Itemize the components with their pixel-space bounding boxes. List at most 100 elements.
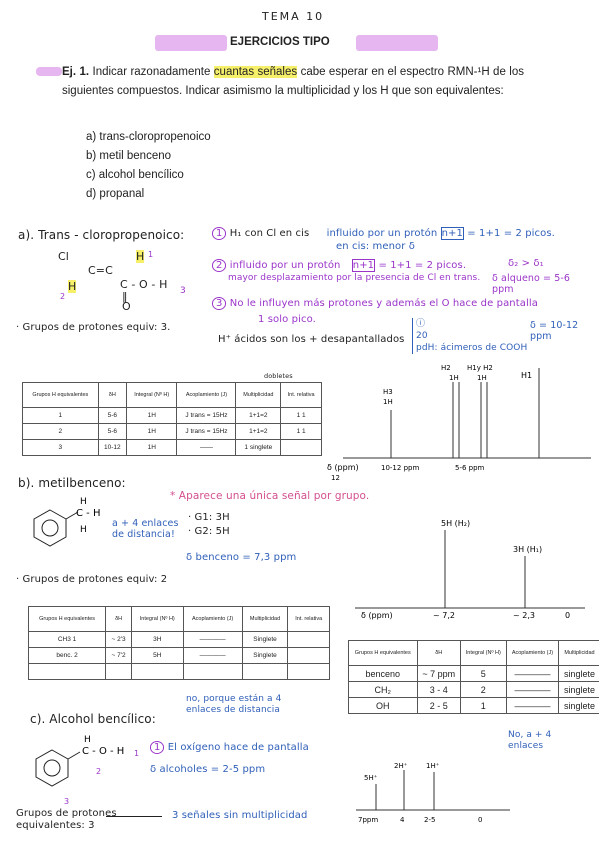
title-highlight-right <box>356 35 438 51</box>
table-cell: 1H <box>125 407 178 424</box>
peak-label: 5H (H₂) <box>441 519 470 528</box>
struct-a-h2: H <box>68 280 77 293</box>
circle-number: 2 <box>212 259 227 272</box>
table-cell: ———— <box>505 681 560 698</box>
struct-a-bond: ‖ <box>122 290 128 303</box>
b-g2: · G2: 5H <box>188 526 230 537</box>
table-cell: 3 - 4 <box>416 681 461 698</box>
circle-number: 1 <box>212 227 227 240</box>
table-cell <box>287 631 330 648</box>
table-header: Grupos H equivalentes <box>27 606 107 632</box>
table-cell: 10-12 <box>97 439 128 456</box>
spectrum-axis-label: δ (ppm) <box>361 611 393 620</box>
c-result: 3 señales sin multiplicidad <box>172 810 308 821</box>
b-g1: · G1: 3H <box>188 512 230 523</box>
a-acid: H⁺ ácidos son los + desapantallados <box>218 334 405 345</box>
table-cell: ———— <box>182 647 243 664</box>
struct-c-c: C - O - H <box>82 746 124 757</box>
b-arrow-note: a + 4 enlaces de distancia! <box>112 518 179 540</box>
compound-item: b) metil benceno <box>86 150 172 162</box>
spectrum-b: 5H (H₂) 3H (H₁) δ (ppm) ~ 7,2 ~ 2,3 0 <box>355 519 585 620</box>
b-delta: δ benceno = 7,3 ppm <box>186 552 297 563</box>
table-header-row: Grupos H equivalentes δH Integral (Nº H)… <box>348 640 599 666</box>
c-note-1: 1 El oxígeno hace de pantalla <box>150 741 309 754</box>
table-cell: singlete <box>558 665 599 682</box>
tema-label: TEMA 10 <box>262 10 325 23</box>
compound-item: c) alcohol bencílico <box>86 169 184 181</box>
struct-a-n3: 3 <box>180 286 186 296</box>
a-delta-rel: δ₂ > δ₁ <box>508 258 544 269</box>
table-row: CH₂ 3 - 4 2 ———— singlete <box>348 681 599 698</box>
struct-a-o: O <box>122 300 131 313</box>
peak-label: 1H <box>477 374 487 382</box>
a-acid-list: ⓘ 20 pdH: ácimeros de COOH <box>412 318 527 354</box>
struct-c-n1: 1 <box>134 749 139 758</box>
intro-paragraph: Ej. 1. Indicar razonadamente cuantas señ… <box>62 63 524 101</box>
struct-b-c: C - H <box>76 508 100 519</box>
table-cell <box>280 439 322 456</box>
peak-label: 1H <box>383 398 393 406</box>
struct-c-n3: 3 <box>64 797 69 806</box>
table-header-row: Grupos H equivalentes δH Integral (Nº H)… <box>27 606 330 632</box>
peak-label: 3H (H₁) <box>513 545 542 554</box>
spectrum-tick: 10-12 ppm <box>381 464 419 472</box>
table-header: Grupos H equivalentes <box>22 382 99 408</box>
table-cell: ———— <box>182 631 243 648</box>
struct-a-c1: C=C <box>88 264 113 277</box>
table-header: Acoplamiento (J) <box>505 640 560 666</box>
peak-label: H1 <box>521 371 532 380</box>
a-acid-item: 20 <box>416 331 428 341</box>
table-header: Acoplamiento (J) <box>176 382 237 408</box>
a-note-2-text: influido por un protón <box>229 260 341 271</box>
section-b-title: b). metilbenceno: <box>18 476 126 490</box>
a-note-2c: = 1+1 = 2 picos. <box>378 260 467 271</box>
table-cell: ———— <box>505 665 560 682</box>
table-cell: 5 <box>459 665 507 682</box>
spectrum-tick: ~ 2,3 <box>513 611 535 620</box>
section-c-groups: Grupos de protones equivalentes: 3 <box>16 808 117 831</box>
bond <box>65 511 79 520</box>
intro-text-post: cabe esperar en el espectro RMN-¹H de lo… <box>62 66 524 97</box>
a-acid-item: ⓘ <box>416 319 426 329</box>
a-acid-item: pdH: ácimeros de COOH <box>416 343 528 353</box>
a-note-2: 2 influido por un protón n+1 = 1+1 = 2 p… <box>212 259 502 272</box>
peak-label: 1H <box>449 374 459 382</box>
table-cell: Singlete <box>241 631 289 648</box>
table-cell: 2 <box>459 681 507 698</box>
struct-a-cl: Cl <box>58 250 69 263</box>
a-note-1-text: H₁ con Cl en cis <box>229 228 310 239</box>
table-cell: OH <box>348 697 418 714</box>
a-note-2b: n+1 <box>351 259 376 272</box>
table-cell: 1H <box>125 439 178 456</box>
table-header: Multiplicidad <box>241 606 289 632</box>
title-highlight-left <box>155 35 227 51</box>
table-header: Integral (Nº H) <box>131 606 184 632</box>
intro-text-pre: Indicar razonadamente <box>89 66 214 78</box>
benzene-circle <box>41 519 59 537</box>
struct-c-n2: 2 <box>96 767 101 776</box>
table-cell: ~ 2'3 <box>105 631 132 648</box>
table-cell: 1 <box>459 697 507 714</box>
table-cell: 1 singlete <box>235 439 282 456</box>
spectrum-tick: 0 <box>565 611 570 620</box>
struct-a-n1: 1 <box>148 250 154 259</box>
spectrum-c: 5H⁺ 2H⁺ 1H⁺ 7ppm 4 2-5 0 <box>356 762 510 824</box>
peak-label: 2H⁺ <box>394 762 408 770</box>
a-alqueno: δ alqueno = 5-6 ppm <box>492 273 571 295</box>
spectrum-tick: 7ppm <box>358 816 378 824</box>
spectrum-tick: ~ 7,2 <box>433 611 455 620</box>
table-cell: 1H <box>125 423 178 440</box>
table-header: Int. relativa <box>280 382 322 408</box>
table-header: δH <box>416 640 461 666</box>
table-cell <box>105 663 132 680</box>
nmr-table-a: Grupos H equivalentes δH Integral (Nº H)… <box>22 382 322 456</box>
struct-a: Cl C=C H 1 H 2 C - O - H ‖ O 3 <box>50 248 190 328</box>
table-cell <box>287 647 330 664</box>
table-header: δH <box>97 382 128 408</box>
table-header-row: Grupos H equivalentes δH Integral (Nº H)… <box>22 382 322 408</box>
compound-item: a) trans-cloropropenoico <box>86 131 211 143</box>
table-cell: ———— <box>505 697 560 714</box>
spectrum-axis-label: δ (ppm) <box>327 463 359 472</box>
table-cell <box>182 663 243 680</box>
table-cell: ~ 7 ppm <box>416 665 461 682</box>
